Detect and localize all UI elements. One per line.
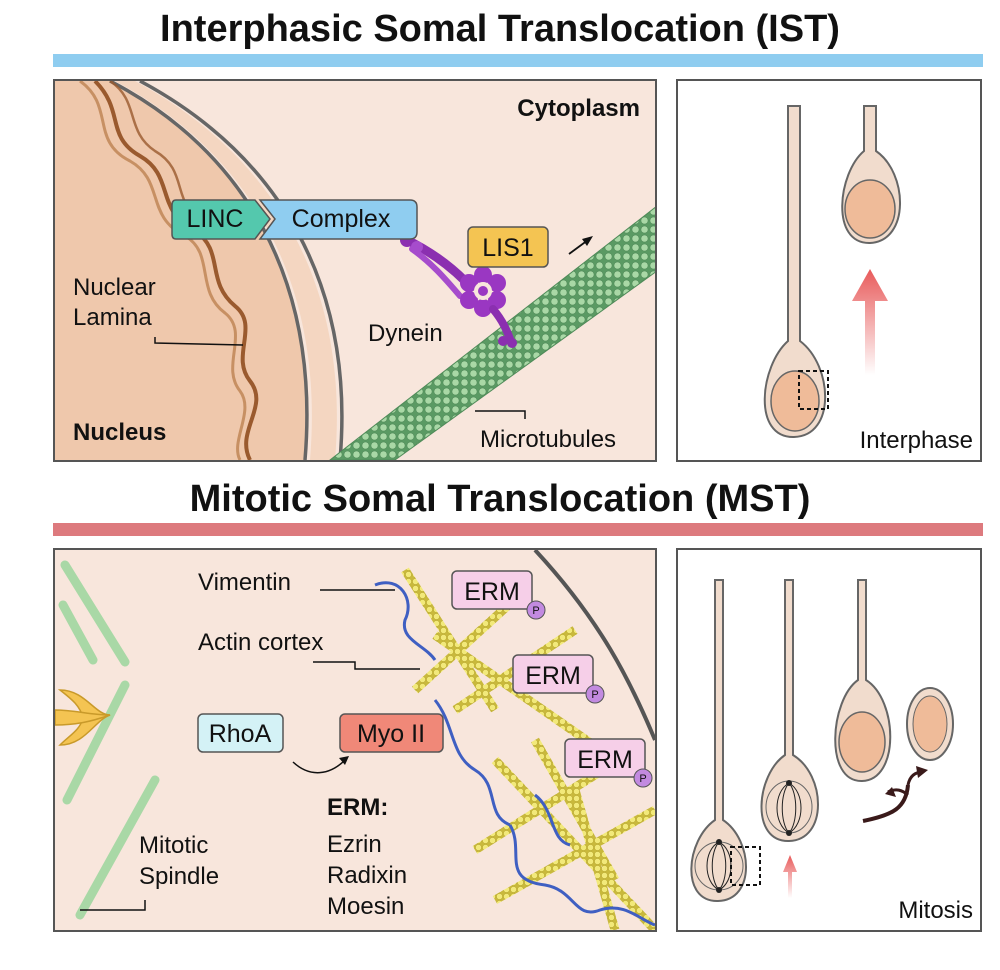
ist-diagram: LINC Complex LIS1 Cytoplasm Nucleus Nucl… — [55, 81, 655, 460]
mst-diagram: ERM P ERM P ERM P RhoA Myo II Vimentin A… — [55, 550, 655, 930]
cell-division-arrow — [862, 766, 928, 823]
linc-label: LINC — [187, 205, 244, 233]
nuclear-lamina-label-line2: Lamina — [73, 304, 152, 331]
nucleus-label: Nucleus — [73, 419, 166, 446]
nucleus-after — [844, 179, 896, 239]
spindle-leader-line — [80, 900, 146, 911]
microtubules-label: Microtubules — [480, 426, 616, 453]
cytoplasm-label: Cytoplasm — [517, 95, 640, 122]
ist-title-rule — [53, 54, 983, 67]
phospho-label: P — [532, 605, 539, 617]
cell-membrane — [533, 550, 655, 741]
lamina-leader-line — [154, 337, 244, 346]
daughter-cell — [906, 687, 954, 761]
ist-interphase-panel: Interphase — [676, 79, 982, 462]
radixin-label: Radixin — [327, 862, 407, 889]
mitosis-diagram: Mitosis — [690, 579, 973, 924]
nucleus-before — [770, 370, 820, 432]
centrosome — [55, 689, 111, 746]
rhoa-box — [197, 713, 284, 753]
erm-protein: ERM P — [564, 738, 653, 788]
actin-cortex — [401, 567, 655, 930]
phospho-label: P — [639, 773, 646, 785]
erm-protein: ERM P — [451, 570, 546, 620]
mitotic-spindle-label-line2: Spindle — [139, 863, 219, 890]
zoom-box — [798, 370, 829, 410]
erm-label: ERM — [577, 746, 633, 774]
ist-main-panel: LINC Complex LIS1 Cytoplasm Nucleus Nucl… — [53, 79, 657, 462]
mitosis-label: Mitosis — [898, 897, 973, 924]
mitotic-spindle-label-line1: Mitotic — [139, 832, 208, 859]
microtubule-leader-line — [475, 410, 526, 419]
microtubule — [329, 206, 655, 460]
ezrin-label: Ezrin — [327, 831, 382, 858]
actin-leader-line — [313, 661, 420, 670]
neuron-early-mitosis — [690, 579, 747, 903]
nuclear-lamina-label-line1: Nuclear — [73, 274, 156, 301]
erm-protein: ERM P — [512, 654, 605, 704]
zoom-box — [730, 846, 761, 886]
mst-main-panel: ERM P ERM P ERM P RhoA Myo II Vimentin A… — [53, 548, 657, 932]
erm-heading: ERM: — [327, 794, 388, 821]
activation-arrow — [292, 759, 346, 774]
nuclear-lamina-fiber — [79, 81, 247, 460]
neuron-mid-mitosis — [760, 579, 819, 843]
vimentin-filaments — [374, 581, 655, 927]
ist-title: Interphasic Somal Translocation (IST) — [160, 8, 840, 50]
upward-translocation-arrow — [783, 855, 797, 898]
lis1-box — [467, 226, 549, 268]
complex-label: Complex — [292, 205, 391, 233]
actin-cortex-label: Actin cortex — [198, 629, 323, 656]
rhoa-label: RhoA — [209, 720, 272, 748]
linc-complex: LINC Complex — [171, 199, 418, 240]
inner-nuclear-membrane — [109, 81, 309, 460]
mst-mitosis-panel: Mitosis — [676, 548, 982, 932]
lis1-label: LIS1 — [482, 234, 533, 262]
interphase-label: Interphase — [860, 427, 973, 454]
dynein-motor — [400, 233, 517, 348]
upward-translocation-arrow — [852, 269, 888, 375]
myo2-label: Myo II — [357, 720, 425, 748]
erm-label: ERM — [525, 662, 581, 690]
mitotic-spindle-fibers — [58, 560, 160, 920]
mst-title: Mitotic Somal Translocation (MST) — [189, 478, 811, 520]
phospho-label: P — [591, 689, 598, 701]
myo2-box — [339, 713, 444, 753]
dynein-label: Dynein — [368, 320, 443, 347]
neuron-late-mitosis — [834, 579, 892, 783]
nuclear-lamina-fiber — [93, 81, 259, 460]
moesin-label: Moesin — [327, 893, 404, 920]
interphase-diagram: Interphase — [763, 105, 973, 454]
neuron-before-translocation — [763, 105, 827, 439]
vimentin-label: Vimentin — [198, 569, 291, 596]
mst-title-rule — [53, 523, 983, 536]
erm-label: ERM — [464, 578, 520, 606]
